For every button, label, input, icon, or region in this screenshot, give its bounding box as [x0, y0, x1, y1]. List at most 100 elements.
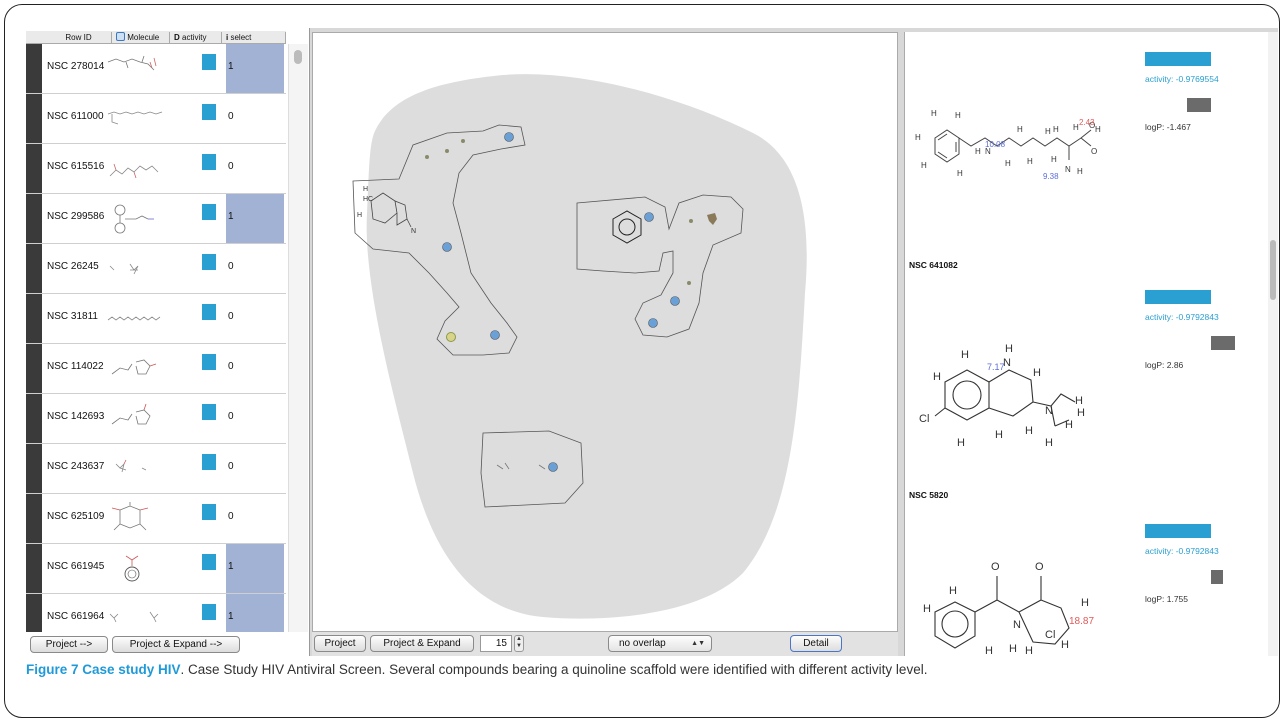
- table-row[interactable]: NSC 142693 0: [26, 394, 286, 444]
- compound-pie-marker[interactable]: [648, 318, 658, 328]
- table-row[interactable]: NSC 26245 0: [26, 244, 286, 294]
- compound-pie-marker[interactable]: [548, 462, 558, 472]
- svg-text:H: H: [1077, 167, 1083, 176]
- row-id: NSC 661964: [47, 611, 105, 622]
- cluster-count-stepper[interactable]: ▲▼: [514, 635, 524, 652]
- molecule-thumbnail: [114, 204, 154, 234]
- svg-text:H: H: [931, 109, 937, 118]
- map-background-region: [366, 74, 807, 619]
- project-button[interactable]: Project: [314, 635, 366, 652]
- activity-column-label: activity: [182, 33, 207, 42]
- atom-label: HC: [363, 196, 373, 203]
- table-row[interactable]: NSC 615516 0: [26, 144, 286, 194]
- compound-pie-marker[interactable]: [446, 332, 456, 342]
- map-toolbar: Project Project & Expand 15 ▲▼ no overla…: [312, 632, 898, 656]
- svg-text:H: H: [1051, 155, 1057, 164]
- compound-point[interactable]: [461, 139, 465, 143]
- select-cell: [226, 94, 284, 143]
- svg-text:H: H: [1095, 125, 1101, 134]
- table-row[interactable]: NSC 243637 0: [26, 444, 286, 494]
- detail-scrollbar-thumb[interactable]: [1270, 240, 1276, 300]
- column-header-activity[interactable]: D activity: [170, 32, 222, 44]
- caption-title: Figure 7 Case study HIV: [26, 662, 181, 677]
- row-header: [26, 494, 42, 543]
- project-expand-button-left[interactable]: Project & Expand -->: [112, 636, 240, 653]
- compound-pie-marker[interactable]: [670, 296, 680, 306]
- svg-text:H: H: [985, 645, 993, 656]
- row-header: [26, 594, 42, 632]
- activity-bar: [202, 304, 216, 320]
- select-cell: [226, 494, 284, 543]
- compound-pie-marker[interactable]: [490, 330, 500, 340]
- row-id: NSC 661945: [47, 561, 105, 572]
- project-button-left[interactable]: Project -->: [30, 636, 108, 653]
- svg-text:H: H: [957, 169, 963, 178]
- molecule-thumbnail: [111, 403, 151, 425]
- figure-caption: Figure 7 Case study HIV. Case Study HIV …: [26, 660, 1266, 680]
- table-row[interactable]: NSC 625109 0: [26, 494, 286, 544]
- compound-cluster-glyph: [496, 462, 546, 470]
- activity-bar: [202, 104, 216, 120]
- logp-label: logP: 2.86: [1145, 360, 1184, 370]
- cluster-count-input[interactable]: 15: [480, 635, 512, 652]
- table-scrollbar[interactable]: [288, 44, 308, 632]
- svg-text:N: N: [1003, 357, 1011, 369]
- compound-point[interactable]: [687, 281, 691, 285]
- map-canvas[interactable]: H HC H N: [313, 33, 899, 633]
- chemical-space-map[interactable]: H HC H N: [312, 32, 898, 632]
- table-scrollbar-thumb[interactable]: [294, 50, 302, 64]
- detail-scrollbar[interactable]: [1268, 32, 1278, 656]
- activity-bar: [1145, 290, 1211, 304]
- detail-button[interactable]: Detail: [790, 635, 842, 652]
- svg-text:H: H: [1053, 125, 1059, 134]
- pka-annotation: 2.43: [1079, 118, 1095, 127]
- select-value: 0: [228, 411, 234, 422]
- molecule-thumbnail: [109, 163, 159, 179]
- compound-pie-marker[interactable]: [644, 212, 654, 222]
- column-header-row-id[interactable]: Row ID: [42, 32, 112, 44]
- row-id: NSC 114022: [47, 361, 104, 372]
- table-row[interactable]: NSC 114022 0: [26, 344, 286, 394]
- project-expand-button[interactable]: Project & Expand: [370, 635, 474, 652]
- select-value: 1: [228, 211, 234, 222]
- row-id: NSC 299586: [47, 211, 105, 222]
- svg-text:H: H: [1045, 437, 1053, 449]
- activity-bar: [202, 504, 216, 520]
- molecule-thumbnail: [124, 555, 140, 582]
- compound-cluster-glyph[interactable]: [707, 213, 717, 225]
- activity-bar: [202, 554, 216, 570]
- molecule-thumbnail: [107, 111, 163, 125]
- svg-text:H: H: [1025, 645, 1033, 656]
- table-row[interactable]: NSC 661945 1: [26, 544, 286, 594]
- svg-text:H: H: [949, 585, 957, 597]
- select-cell: [226, 294, 284, 343]
- compound-pie-marker[interactable]: [442, 242, 452, 252]
- row-header: [26, 394, 42, 443]
- table-row[interactable]: NSC 278014 1: [26, 44, 286, 94]
- column-header-select[interactable]: i select: [222, 32, 286, 44]
- atom-label: H: [363, 186, 368, 193]
- overlap-select[interactable]: no overlap ▲▼: [608, 635, 712, 652]
- table-row[interactable]: NSC 299586 1: [26, 194, 286, 244]
- table-row[interactable]: NSC 661964 1: [26, 594, 286, 632]
- compound-pie-marker[interactable]: [504, 132, 514, 142]
- svg-text:N: N: [985, 147, 991, 156]
- select-value: 0: [228, 111, 234, 122]
- column-header-molecule[interactable]: Molecule: [112, 32, 170, 44]
- compound-point[interactable]: [425, 155, 429, 159]
- table-row[interactable]: NSC 611000 0: [26, 94, 286, 144]
- svg-text:O: O: [991, 561, 1000, 573]
- table-row[interactable]: NSC 31811 0: [26, 294, 286, 344]
- compound-point[interactable]: [689, 219, 693, 223]
- application-window: Row ID Molecule D activity i select NSC …: [26, 28, 1278, 656]
- select-cell: [226, 394, 284, 443]
- table-body: NSC 278014 1 NSC 611000 0: [26, 44, 286, 632]
- select-arrows-icon: ▲▼: [691, 640, 705, 647]
- compound-point[interactable]: [445, 149, 449, 153]
- svg-text:H: H: [1005, 159, 1011, 168]
- row-header: [26, 144, 42, 193]
- svg-text:Cl: Cl: [1045, 629, 1055, 641]
- select-cell-highlight: [226, 44, 284, 93]
- select-value: 1: [228, 611, 234, 622]
